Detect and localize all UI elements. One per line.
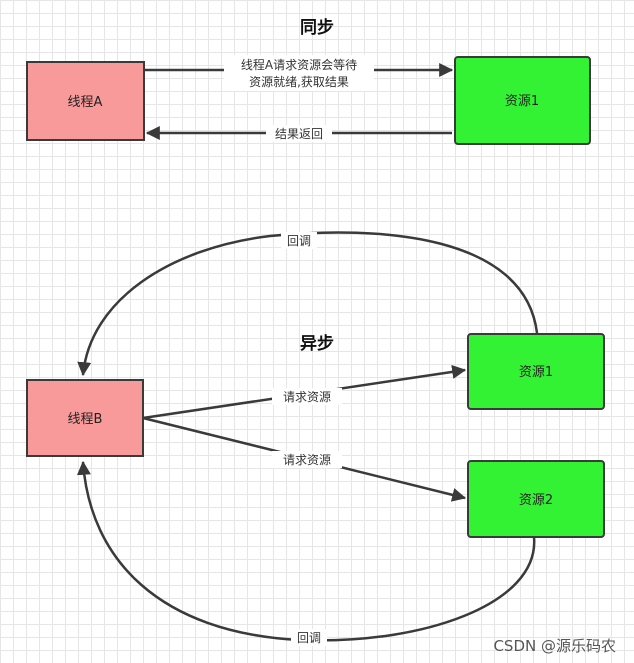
sync-request-label-line2: 资源就绪,获取结果 [249,75,349,89]
async-request-2-label-bg [272,451,342,468]
async-resource-1-box [467,333,605,410]
sync-resource-1-box [454,56,591,145]
async-callback-bottom-label-bg [291,629,327,646]
thread-b-label: 线程B [68,412,103,427]
async-resource-1-label: 资源1 [519,365,553,380]
async-callback-top-arrow [77,231,539,377]
async-request-1-label-bg [272,388,342,405]
async-resource-2-label: 资源2 [519,493,553,508]
sync-title: 同步 [300,17,334,38]
sync-resource-1-label: 资源1 [505,94,539,109]
async-resource-2-box [467,460,605,538]
sync-request-label-line1: 线程A请求资源会等待 [241,57,357,72]
thread-b-box [26,379,144,457]
thread-a-box [26,61,145,141]
async-callback-bottom-label: 回调 [297,631,321,645]
async-callback-bottom-arrow [76,460,536,642]
sync-return-label: 结果返回 [275,127,323,141]
async-request-1-label: 请求资源 [283,390,331,404]
sync-return-label-bg [266,125,332,142]
async-callback-top-label-bg [281,232,317,249]
thread-a-label: 线程A [68,95,103,110]
async-callback-top-label: 回调 [287,234,311,248]
async-title: 异步 [300,333,334,354]
sync-request-label-bg [224,55,374,91]
async-request-2-label: 请求资源 [283,453,331,467]
csdn-watermark: CSDN @源乐码农 [493,637,616,655]
